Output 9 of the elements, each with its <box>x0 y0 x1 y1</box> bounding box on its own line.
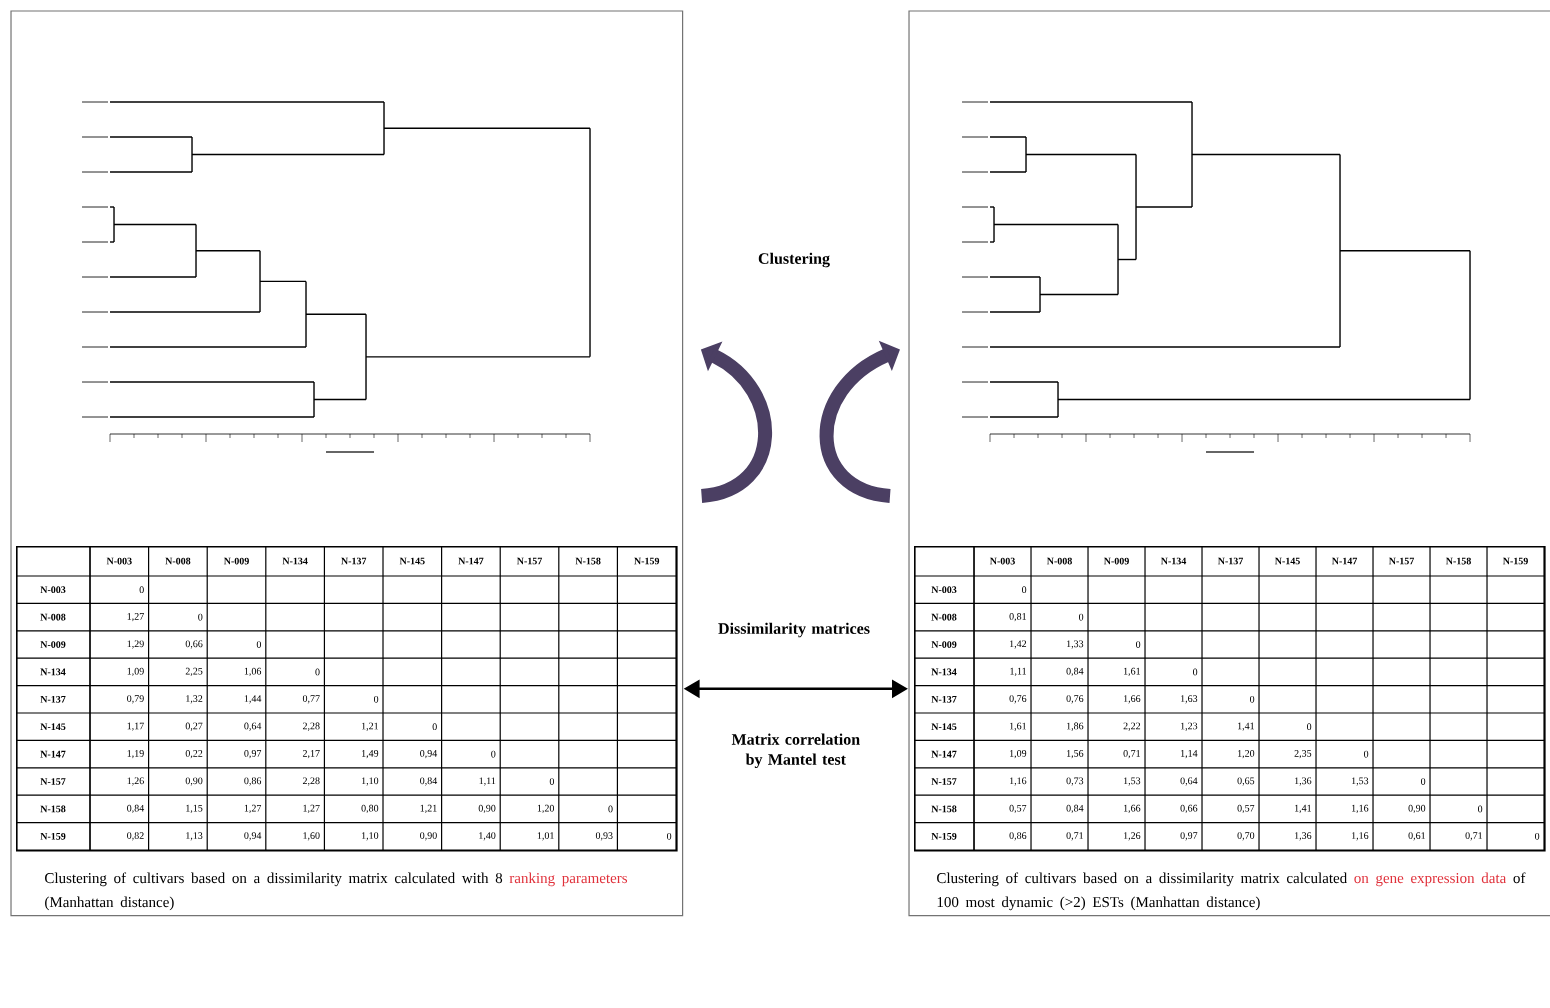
dendrogram-drawing <box>961 101 1471 453</box>
dendrogram-drawing <box>81 101 591 453</box>
step-label: Clustering <box>758 252 830 268</box>
dissimilarity-table <box>914 546 1546 852</box>
step-label: Dissimilarity matrices <box>718 622 870 638</box>
edge-label: Matrix correlation by Mantel test <box>731 733 860 769</box>
panel-frame <box>908 10 1550 917</box>
panel-frame <box>10 10 684 917</box>
dissimilarity-table <box>16 546 678 852</box>
